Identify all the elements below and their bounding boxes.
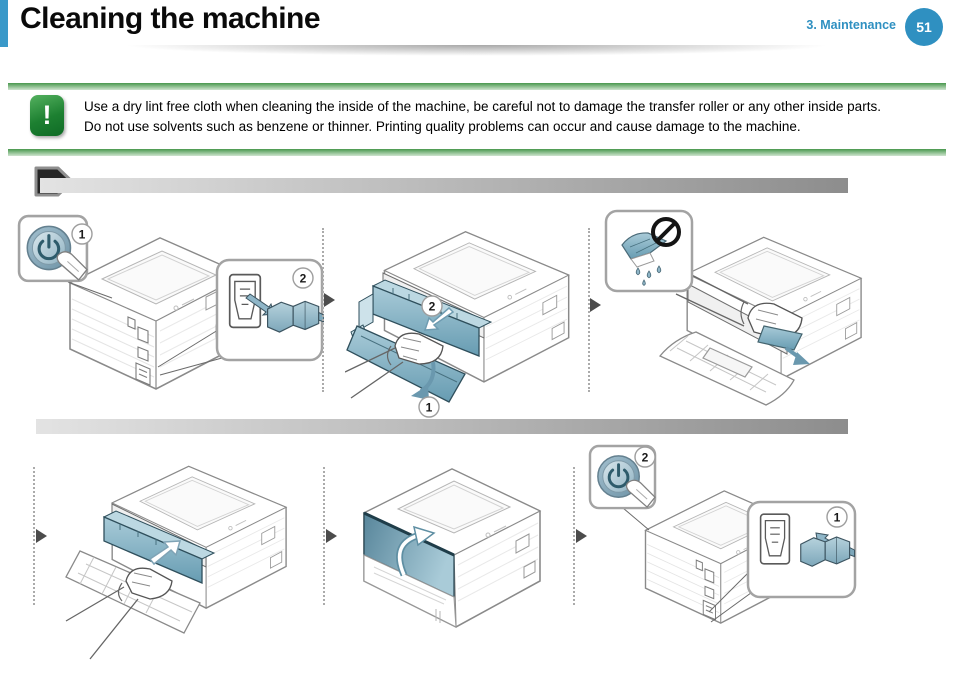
prohibition-icon	[651, 217, 681, 247]
unplug-callout: 2	[215, 258, 324, 362]
brand-mark	[485, 525, 507, 538]
panel-separator	[322, 228, 324, 392]
svg-text:2: 2	[642, 451, 649, 465]
page-edge-accent	[0, 0, 8, 47]
next-step-arrow	[36, 529, 47, 543]
note-bottom-rule	[8, 149, 946, 156]
next-step-arrow	[590, 298, 601, 312]
wipe-arrowhead	[793, 352, 810, 365]
hand-illustration	[65, 567, 173, 660]
close-arrow	[396, 525, 436, 577]
tray-open-arrowhead	[411, 385, 429, 400]
exclamation-icon: !	[30, 95, 64, 136]
panel-separator	[588, 228, 590, 392]
panel-separator	[33, 467, 35, 605]
step-panel-wipe-inside	[598, 208, 883, 418]
step-panel-remove-cartridge: 2 1	[345, 210, 588, 420]
panel-separator	[573, 467, 575, 605]
svg-text:1: 1	[79, 228, 86, 242]
header-shadow	[8, 45, 946, 61]
step-panel-close-cover	[340, 443, 572, 668]
printer-closed-illustration	[362, 468, 542, 628]
next-step-arrow	[326, 529, 337, 543]
water-drop-icon	[635, 265, 662, 286]
step-badge: 1	[71, 223, 93, 245]
next-step-arrow	[324, 293, 335, 307]
step-badge: 2	[292, 267, 314, 289]
step-badge: 1	[418, 396, 440, 418]
step-badge: 2	[634, 446, 656, 468]
note-line-1: Use a dry lint free cloth when cleaning …	[84, 99, 881, 114]
note-top-rule	[8, 83, 946, 90]
output-tray-grid	[658, 331, 795, 406]
step-panel-plug-in-power-on: 2 1	[585, 438, 885, 675]
step-badge: 2	[421, 295, 443, 317]
hand-illustration	[345, 332, 444, 399]
section-bar-2	[36, 419, 848, 434]
page-number-badge: 51	[905, 8, 943, 46]
step-badge: 1	[826, 506, 848, 528]
svg-text:1: 1	[426, 401, 433, 415]
plug-in-callout: 1	[746, 500, 857, 599]
step-panel-reinsert-cartridge	[50, 443, 322, 668]
step-panel-power-off-unplug: 1 2	[12, 212, 327, 412]
svg-text:2: 2	[300, 272, 307, 286]
section-bar-1	[40, 178, 848, 193]
panel-separator	[323, 467, 325, 605]
note-line-2: Do not use solvents such as benzene or t…	[84, 119, 801, 134]
insert-arrow	[148, 540, 182, 566]
chapter-label: 3. Maintenance	[806, 18, 896, 32]
no-wet-cloth-icon	[604, 209, 694, 293]
next-step-arrow	[576, 529, 587, 543]
svg-text:2: 2	[429, 300, 436, 314]
vent-grille-icon	[515, 533, 536, 579]
svg-text:1: 1	[834, 511, 841, 525]
page-title: Cleaning the machine	[20, 2, 321, 35]
note-text: Use a dry lint free cloth when cleaning …	[84, 97, 944, 137]
cleaning-cloth-icon	[757, 325, 803, 351]
pull-arrow	[423, 306, 455, 331]
